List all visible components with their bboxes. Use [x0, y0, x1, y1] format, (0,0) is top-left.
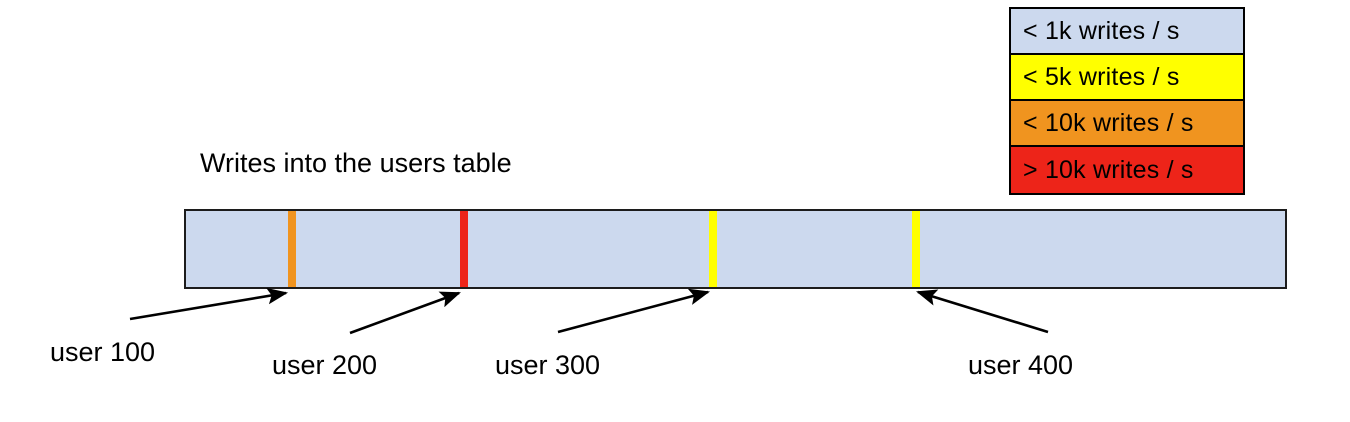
- legend-item-gt-10k: > 10k writes / s: [1011, 147, 1243, 193]
- write-rate-legend: < 1k writes / s < 5k writes / s < 10k wr…: [1009, 7, 1245, 195]
- arrow-user-300: [557, 288, 711, 334]
- callout-label-user-100: user 100: [50, 337, 156, 367]
- arrow-user-100: [129, 287, 289, 321]
- callout-label-user-400: user 400: [968, 350, 1074, 380]
- callout-label-user-300: user 300: [495, 350, 601, 380]
- legend-item-lt-5k: < 5k writes / s: [1011, 55, 1243, 101]
- marker-user-400: [912, 211, 920, 287]
- legend-item-label: < 5k writes / s: [1023, 62, 1180, 91]
- arrow-user-400: [916, 289, 1049, 334]
- arrow-user-200: [349, 291, 461, 335]
- bar-fill-lt-1k: [186, 211, 1285, 287]
- chart-title: Writes into the users table: [200, 148, 512, 178]
- marker-user-300: [709, 211, 717, 287]
- legend-item-label: < 1k writes / s: [1023, 16, 1180, 45]
- marker-user-100: [288, 211, 296, 287]
- users-table-bar: [184, 209, 1287, 289]
- callout-label-user-200: user 200: [272, 350, 378, 380]
- legend-item-label: > 10k writes / s: [1023, 155, 1194, 184]
- marker-user-200: [460, 211, 468, 287]
- legend-item-lt-10k: < 10k writes / s: [1011, 101, 1243, 147]
- legend-item-label: < 10k writes / s: [1023, 108, 1194, 137]
- legend-item-lt-1k: < 1k writes / s: [1011, 9, 1243, 55]
